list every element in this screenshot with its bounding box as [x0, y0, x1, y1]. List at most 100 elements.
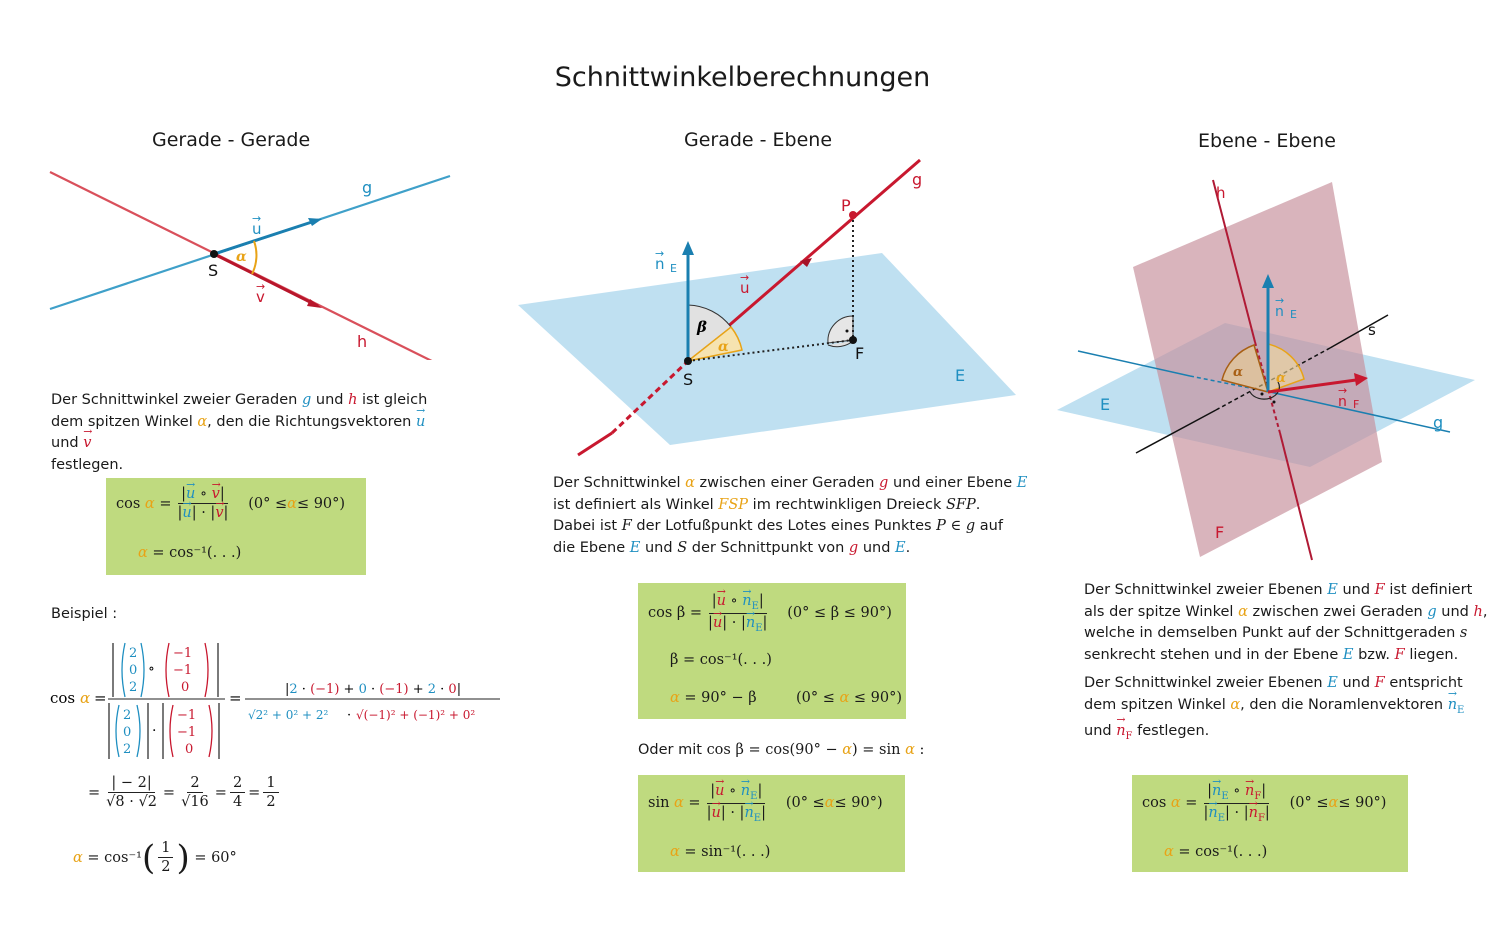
heading-ebene-ebene: Ebene - Ebene: [1198, 130, 1336, 152]
svg-text:2: 2: [129, 646, 137, 661]
arrow-nF-icon: →: [1338, 384, 1347, 397]
label-alpha-F: α: [1233, 365, 1243, 380]
svg-text:0: 0: [181, 680, 189, 695]
text-line-line: Der Schnittwinkel zweier Geraden g und h…: [51, 390, 441, 476]
normal-nE-arrowhead: [1262, 274, 1274, 288]
svg-text:E: E: [670, 262, 677, 275]
svg-text:−1: −1: [173, 646, 192, 661]
line-s-lower: [1135, 409, 1217, 454]
label-g: g: [362, 178, 372, 197]
label-h: h: [357, 332, 367, 351]
angle-alpha-sector: [687, 325, 743, 362]
heading-gerade-ebene: Gerade - Ebene: [684, 129, 833, 151]
svg-text:0: 0: [123, 725, 131, 740]
heading-gerade-gerade: Gerade - Gerade: [152, 129, 311, 151]
formula-box-line-line: cos α = |u ∘ v||u| · |v| (0° ≤ α ≤ 90°) …: [106, 478, 366, 575]
ex-alpha: α: [80, 689, 90, 707]
label-nE: n: [655, 255, 665, 273]
label-P: P: [841, 196, 851, 215]
vector-v: [213, 252, 319, 308]
label-u: u: [252, 220, 262, 238]
ex-eq: =: [94, 689, 107, 707]
label-E: E: [955, 366, 965, 385]
angle-alpha-arc: [251, 240, 258, 275]
formula-box-sin-alpha: sin α = |u ∘ nE||u| · |nE| (0° ≤ α ≤ 90°…: [638, 775, 905, 872]
ex-cos: cos: [50, 689, 75, 707]
text-plane-plane-1: Der Schnittwinkel zweier Ebenen E und F …: [1084, 582, 1488, 663]
label-h: h: [1216, 184, 1226, 202]
ex-denom-a: √2² + 0² + 2²: [248, 708, 329, 722]
diagram-line-plane: g P u → n → E S F E β α: [518, 158, 1016, 457]
vector-u-arrowhead: [308, 218, 322, 226]
formula-box-cos-beta: cos β = |u ∘ nE||u| · |nE| (0° ≤ β ≤ 90°…: [638, 583, 906, 719]
line-s-upper: [1329, 314, 1389, 349]
svg-text:0: 0: [185, 742, 193, 757]
line-g-right: [1269, 391, 1451, 433]
angle-alpha-F: [1221, 344, 1270, 394]
point-P: [849, 211, 857, 219]
svg-text:−1: −1: [177, 708, 196, 723]
label-S: S: [683, 370, 693, 389]
label-u: u: [740, 279, 750, 297]
point-F: [849, 336, 857, 344]
label-g: g: [1433, 413, 1443, 432]
angle-alpha-E: [1267, 343, 1305, 394]
svg-text:=: =: [229, 689, 242, 707]
formula-box-plane-plane: cos α = |nE ∘ nF||nE| · |nF| (0° ≤ α ≤ 9…: [1132, 775, 1408, 872]
vector-v-arrowhead: [307, 299, 322, 308]
example-label: Beispiel :: [51, 606, 118, 622]
text-plane-plane-2: Der Schnittwinkel zweier Ebenen E und F …: [1084, 673, 1464, 747]
svg-text:2: 2: [129, 680, 137, 695]
diagram-line-line: g h S u → v → α: [49, 171, 451, 360]
line-g-hidden: [610, 359, 690, 435]
label-alpha: α: [718, 339, 729, 355]
line-g-lower: [577, 431, 613, 457]
svg-text:0: 0: [129, 663, 137, 678]
example-formula: cos α = 2 0 2 ∘ −1 −1 0 2 0 2 · −1 −1 0 …: [50, 642, 500, 759]
label-E: E: [1100, 395, 1110, 414]
svg-text:∘: ∘: [148, 661, 155, 677]
label-alpha: α: [236, 249, 247, 265]
svg-text:·: ·: [347, 708, 351, 723]
normal-nE-arrowhead: [682, 241, 694, 255]
arrow-u-icon: →: [740, 271, 749, 284]
label-v: v: [256, 288, 265, 306]
plane-E: [518, 253, 1016, 445]
svg-text:−1: −1: [177, 725, 196, 740]
svg-text:−1: −1: [173, 663, 192, 678]
vector-u-arrowhead: [800, 258, 812, 267]
svg-text:|2 · (−1) + 0 · (−1) + 2 · 0|: |2 · (−1) + 0 · (−1) + 2 · 0|: [285, 682, 461, 697]
arrow-v-icon: →: [256, 280, 265, 293]
text-oder: Oder mit cos β = cos(90° − α) = sin α :: [638, 742, 925, 758]
arrow-nE-icon: →: [655, 247, 664, 260]
label-beta: β: [696, 318, 707, 336]
svg-text:·: ·: [152, 723, 156, 739]
line-h-upper: [1212, 179, 1256, 343]
svg-text:E: E: [1290, 308, 1297, 321]
label-s: s: [1368, 321, 1376, 339]
line-h-lower: [1279, 432, 1313, 561]
arrow-nE-icon: →: [1275, 294, 1284, 307]
normal-nF-arrowhead: [1354, 373, 1368, 386]
vector-u: [213, 218, 319, 256]
text-line-plane: Der Schnittwinkel α zwischen einer Gerad…: [553, 475, 1028, 556]
normal-vector-nF: [1267, 378, 1357, 394]
line-h: [49, 171, 433, 360]
svg-text:2: 2: [123, 742, 131, 757]
label-F: F: [855, 344, 864, 363]
ex-denom-b: √(−1)² + (−1)² + 0²: [356, 708, 475, 722]
svg-text:F: F: [1353, 398, 1359, 411]
page-title: Schnittwinkelberechnungen: [554, 62, 931, 93]
label-S: S: [208, 261, 218, 280]
label-nE: n: [1275, 304, 1284, 320]
svg-text:2: 2: [123, 708, 131, 723]
label-nF: n: [1338, 394, 1347, 410]
label-alpha-E: α: [1276, 371, 1286, 386]
label-F: F: [1215, 523, 1224, 542]
point-S: [210, 250, 218, 258]
arrow-u-icon: →: [252, 212, 261, 225]
right-angle-marks: [1249, 381, 1280, 400]
line-g-left: [1077, 350, 1191, 377]
